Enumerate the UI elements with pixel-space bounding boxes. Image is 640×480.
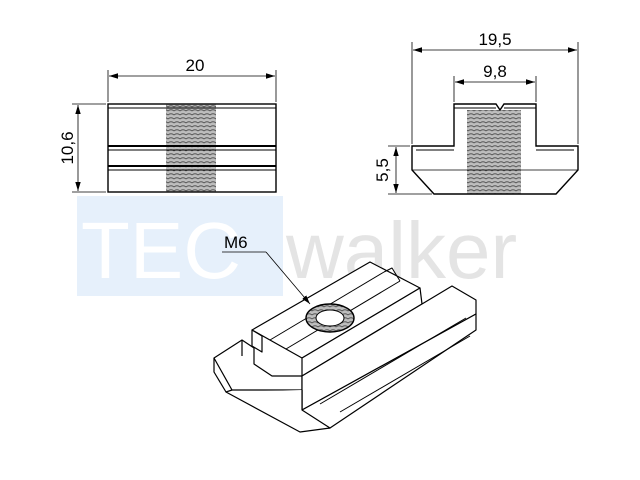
- isometric-view: [213, 251, 477, 433]
- front-neck-width-label: 9,8: [483, 62, 507, 81]
- side-view: 20 10,6: [58, 56, 277, 193]
- side-width-label: 20: [186, 56, 205, 75]
- watermark-tec: TEC: [81, 206, 241, 295]
- watermark: TEC walker: [77, 196, 517, 296]
- iso-thread-label: M6: [224, 233, 248, 252]
- front-base-height-label: 5,5: [373, 158, 392, 182]
- side-view-thread: [166, 104, 216, 192]
- front-overall-width-label: 19,5: [478, 30, 511, 49]
- front-view-thread: [467, 110, 521, 194]
- front-view: 19,5 9,8 5,5: [373, 30, 579, 195]
- side-height-label: 10,6: [58, 131, 77, 164]
- watermark-box: [77, 196, 283, 296]
